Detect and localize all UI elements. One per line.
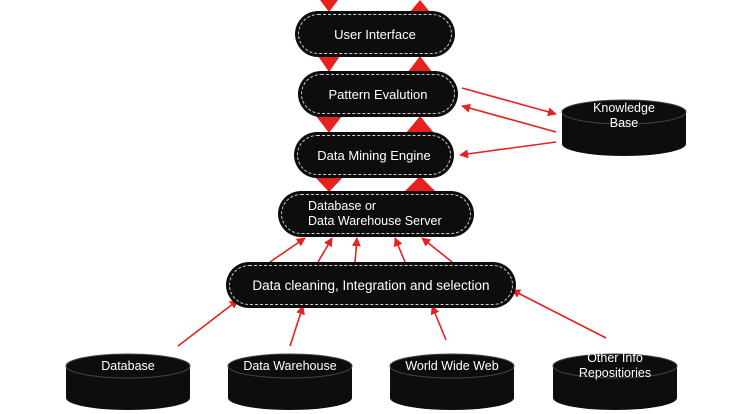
user-interface-label: User Interface	[334, 26, 416, 42]
arrow-ui-to-pattern	[318, 56, 340, 72]
knowledge-base-label-line2: Base	[609, 116, 639, 130]
knowledge-base-cylinder	[561, 99, 687, 156]
other-info-label-line1: Other Info	[587, 351, 643, 365]
data-mining-engine-label: Data Mining Engine	[317, 147, 431, 163]
world-wide-web-cylinder	[389, 353, 515, 410]
arrow-cleaning-to-server-5	[421, 237, 453, 263]
arrow-cleaning-to-server-3	[351, 237, 361, 263]
user-interface-node: User Interface	[295, 11, 455, 57]
arrow-engine-to-pattern	[406, 116, 434, 133]
arrow-top-up-right	[410, 0, 430, 12]
database-text: Database	[101, 358, 155, 373]
arrow-pattern-to-engine	[316, 116, 342, 133]
arrow-pattern-to-ui	[408, 56, 432, 72]
arrow-knowledge-to-engine	[459, 141, 557, 159]
arrow-knowledge-to-pattern	[461, 103, 557, 133]
arrow-server-to-engine	[404, 176, 436, 192]
other-info-cylinder	[552, 353, 678, 410]
data-cleaning-node: Data cleaning, Integration and selection	[226, 262, 516, 308]
other-info-label-line2: Repositiories	[578, 366, 652, 380]
other-info-label: Other Info Repositiories	[553, 348, 677, 384]
data-warehouse-text: Data Warehouse	[243, 358, 337, 373]
pattern-evaluation-node: Pattern Evalution	[298, 71, 458, 117]
data-warehouse-label: Data Warehouse	[228, 356, 352, 376]
database-label: Database	[66, 356, 190, 376]
db-server-label-line2: Data Warehouse Server	[308, 214, 442, 228]
data-mining-engine-node: Data Mining Engine	[294, 132, 454, 178]
arrow-top-down-left	[320, 0, 338, 12]
data-warehouse-cylinder	[227, 353, 353, 410]
db-server-label-line1: Database or	[308, 199, 377, 213]
arrow-database-to-cleaning	[177, 299, 239, 347]
arrow-web-to-cleaning	[430, 305, 447, 341]
arrow-other-to-cleaning	[511, 289, 607, 339]
pattern-evaluation-label: Pattern Evalution	[328, 86, 428, 102]
arrow-engine-to-server	[314, 176, 344, 192]
data-cleaning-label: Data cleaning, Integration and selection	[252, 277, 490, 293]
database-cylinder	[65, 353, 191, 410]
arrow-cleaning-to-server-4	[393, 237, 406, 263]
knowledge-base-label: Knowledge Base	[562, 98, 686, 134]
db-server-node: Database or Data Warehouse Server	[278, 191, 474, 237]
arrow-cleaning-to-server-2	[317, 237, 333, 263]
world-wide-web-label: World Wide Web	[390, 356, 514, 376]
knowledge-base-label-line1: Knowledge	[593, 101, 655, 115]
arrow-cleaning-to-server-1	[269, 237, 306, 263]
arrow-pattern-to-knowledge	[461, 87, 557, 117]
arrow-warehouse-to-cleaning	[289, 305, 305, 347]
world-wide-web-text: World Wide Web	[405, 358, 499, 373]
